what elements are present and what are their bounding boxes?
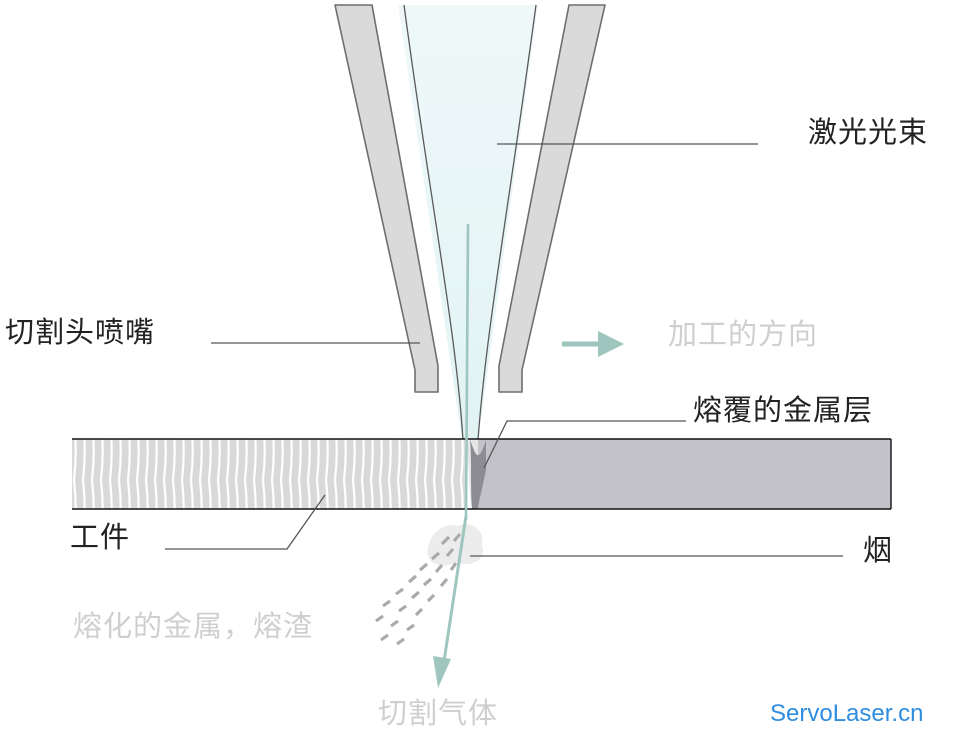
direction-arrowhead bbox=[598, 331, 624, 357]
beam-edge-left bbox=[403, 4, 464, 441]
molten-metal-label: 熔化的金属，熔渣 bbox=[73, 609, 314, 643]
cutting-gas-line bbox=[464, 223, 470, 521]
beam-edge-right bbox=[477, 4, 537, 441]
direction-label: 加工的方向 bbox=[668, 317, 819, 351]
molten-metal-droplets bbox=[375, 532, 462, 646]
leader-lines bbox=[165, 143, 843, 557]
nozzle-label: 切割头喷嘴 bbox=[5, 315, 156, 349]
smoke-puff bbox=[427, 524, 484, 566]
clad-layer-label: 熔覆的金属层 bbox=[693, 393, 874, 427]
laser-beam-label: 激光光束 bbox=[808, 115, 929, 149]
laser-beam-cone bbox=[398, 5, 538, 440]
clad-layer-leader bbox=[483, 420, 686, 469]
workpiece-cut-section bbox=[72, 439, 465, 509]
workpiece-solid-section bbox=[478, 439, 891, 509]
cutting-gas-exit-line bbox=[441, 515, 468, 669]
nozzle-left-wall bbox=[334, 4, 439, 393]
clad-metal-layer bbox=[470, 440, 486, 509]
watermark-text: ServoLaser.cn bbox=[770, 700, 924, 727]
cutting-gas-arrowhead bbox=[433, 656, 451, 688]
cutting-gas-label: 切割气体 bbox=[378, 696, 499, 730]
workpiece-label: 工件 bbox=[70, 520, 131, 554]
smoke-label: 烟 bbox=[863, 533, 894, 567]
workpiece-leader bbox=[165, 494, 326, 550]
nozzle-right-wall bbox=[498, 4, 606, 393]
